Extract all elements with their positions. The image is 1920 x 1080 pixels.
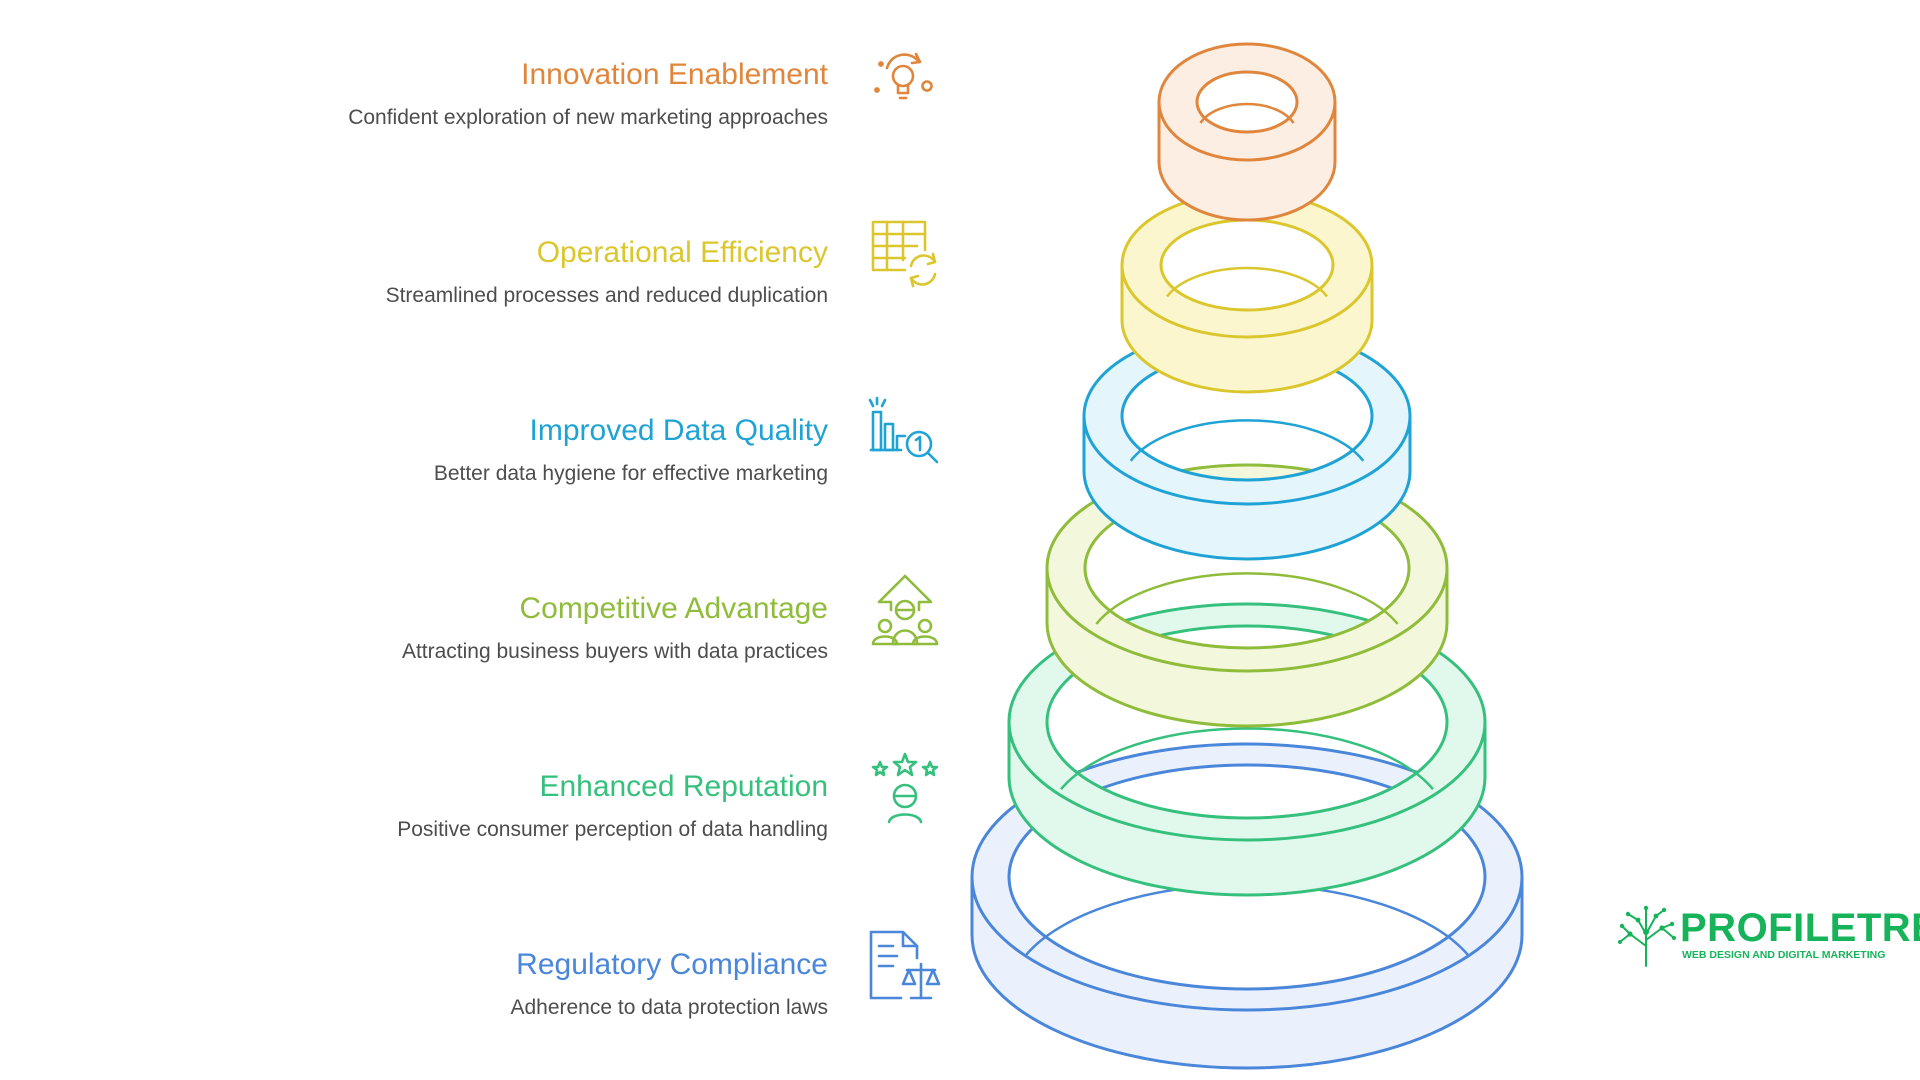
person-stars-icon xyxy=(867,752,943,828)
item-description: Better data hygiene for effective market… xyxy=(433,462,828,485)
tree-network-icon xyxy=(1618,905,1676,967)
logo-name: PROFILETREE xyxy=(1680,906,1920,950)
item-title: Operational Efficiency xyxy=(536,236,828,269)
profiletree-logo: PROFILETREE WEB DESIGN AND DIGITAL MARKE… xyxy=(1618,904,1920,968)
ring-improved-data-quality xyxy=(1082,326,1412,561)
item-title: Competitive Advantage xyxy=(519,592,828,625)
item-regulatory-compliance: Regulatory Compliance Adherence to data … xyxy=(268,946,828,1021)
item-improved-data-quality: Improved Data Quality Better data hygien… xyxy=(268,412,828,487)
item-description: Confident exploration of new marketing a… xyxy=(348,106,828,129)
item-description: Positive consumer perception of data han… xyxy=(397,818,828,841)
ring-regulatory-compliance xyxy=(970,742,1524,1070)
item-title: Improved Data Quality xyxy=(529,414,828,447)
item-title: Regulatory Compliance xyxy=(516,948,828,981)
item-title: Innovation Enablement xyxy=(521,58,828,91)
ring-operational-efficiency xyxy=(1120,191,1374,394)
people-arrow-up-icon xyxy=(867,574,943,650)
lightbulb-icon xyxy=(867,40,943,116)
ring-competitive-advantage xyxy=(1045,463,1449,728)
ring-innovation-enablement xyxy=(1157,42,1337,222)
ring-enhanced-reputation xyxy=(1007,602,1487,897)
item-competitive-advantage: Competitive Advantage Attracting busines… xyxy=(268,590,828,665)
item-title: Enhanced Reputation xyxy=(539,770,828,803)
item-operational-efficiency: Operational Efficiency Streamlined proce… xyxy=(268,234,828,309)
document-scales-icon xyxy=(867,928,943,1004)
item-enhanced-reputation: Enhanced Reputation Positive consumer pe… xyxy=(268,768,828,843)
item-description: Adherence to data protection laws xyxy=(510,996,828,1019)
bar-chart-magnifier-icon xyxy=(867,396,943,472)
item-innovation-enablement: Innovation Enablement Confident explorat… xyxy=(268,56,828,131)
item-description: Attracting business buyers with data pra… xyxy=(401,640,828,663)
item-description: Streamlined processes and reduced duplic… xyxy=(385,284,828,307)
logo-tagline: WEB DESIGN AND DIGITAL MARKETING xyxy=(1682,949,1886,961)
table-refresh-icon xyxy=(867,218,943,294)
